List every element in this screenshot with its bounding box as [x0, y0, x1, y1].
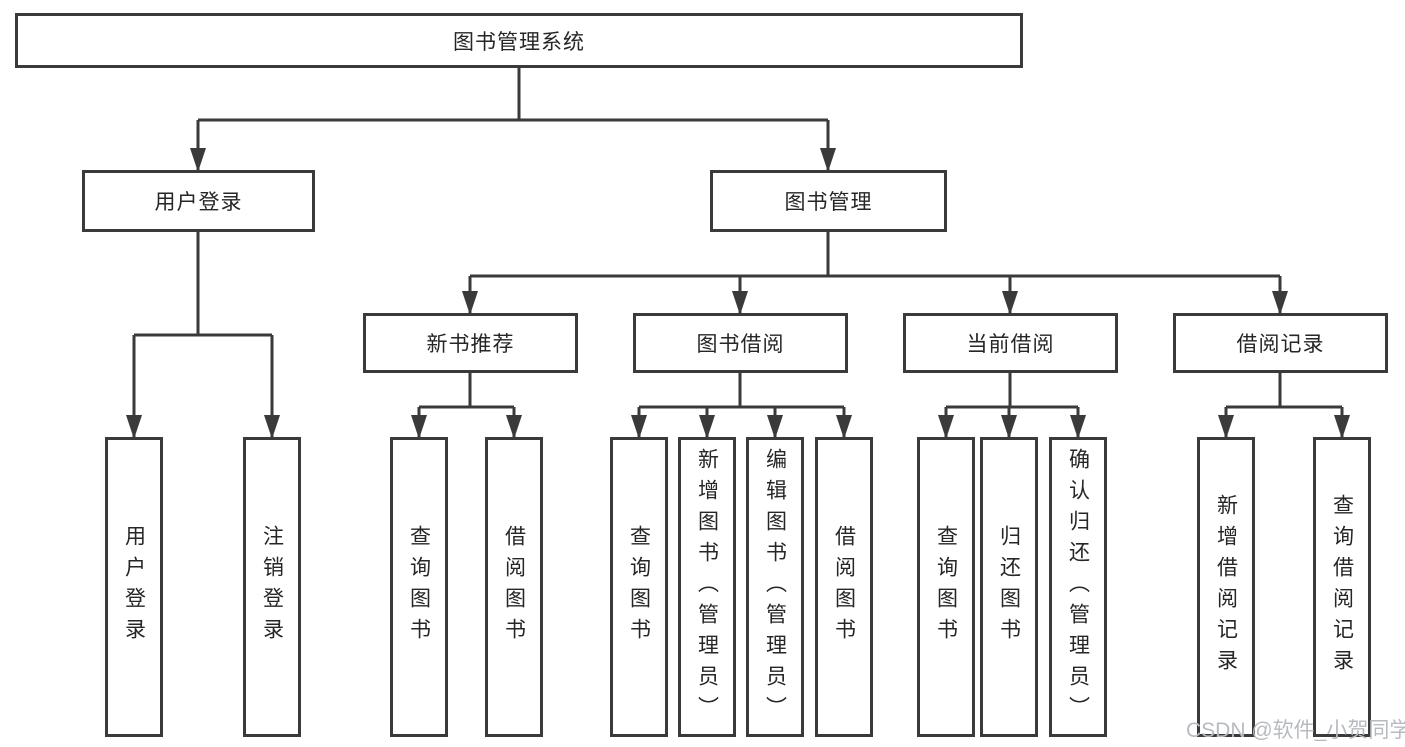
node-book-borrowing: 图书借阅	[633, 313, 848, 373]
connector-book-borrow-trunk	[639, 373, 844, 409]
leaf-newbooks-borrow-books: 借阅图书	[485, 437, 543, 737]
csdn-watermark: CSDN @软件_小贺同学	[1186, 719, 1405, 742]
connector-current-borrow-trunk	[946, 373, 1078, 409]
node-label: 图书管理系统	[453, 30, 585, 54]
node-label: 确认归还（管理员）	[1066, 447, 1090, 727]
node-borrowing-records: 借阅记录	[1173, 313, 1388, 373]
leaf-current-query-books: 查询图书	[917, 437, 975, 737]
node-label: 借阅记录	[1236, 333, 1325, 356]
node-label: 新书推荐	[426, 333, 515, 356]
node-label: 查询借阅记录	[1330, 494, 1354, 680]
node-label: 查询图书	[407, 525, 431, 649]
node-label: 借阅图书	[502, 525, 526, 649]
node-label: 用户登录	[154, 191, 243, 214]
node-label: 编辑图书（管理员）	[763, 447, 787, 727]
leaf-records-query-borrow-record: 查询借阅记录	[1313, 437, 1371, 737]
node-library-management-system: 图书管理系统	[15, 13, 1023, 68]
node-book-management: 图书管理	[710, 170, 947, 232]
node-label: 当前借阅	[966, 333, 1055, 356]
node-label: 归还图书	[997, 525, 1021, 649]
connector-user-login-trunk	[134, 232, 272, 337]
node-user-login: 用户登录	[82, 170, 315, 232]
connector-root-trunk	[198, 68, 828, 122]
node-new-book-recommendation: 新书推荐	[363, 313, 578, 373]
connector-borrow-records-trunk	[1226, 373, 1342, 409]
leaf-borrowing-borrow-books: 借阅图书	[815, 437, 873, 737]
leaf-logout: 注销登录	[243, 437, 301, 737]
leaf-borrowing-query-books: 查询图书	[610, 437, 668, 737]
node-label: 注销登录	[260, 525, 284, 649]
node-label: 用户登录	[122, 525, 146, 649]
connector-new-books-trunk	[419, 373, 514, 409]
node-label: 新增图书（管理员）	[695, 447, 719, 727]
leaf-current-confirm-return-admin: 确认归还（管理员）	[1049, 437, 1107, 737]
connector-book-mgmt-trunk	[470, 232, 1280, 278]
leaf-newbooks-query-books: 查询图书	[390, 437, 448, 737]
node-label: 借阅图书	[832, 525, 856, 649]
leaf-borrowing-add-books-admin: 新增图书（管理员）	[678, 437, 736, 737]
node-label: 图书管理	[784, 191, 873, 214]
node-label: 查询图书	[934, 525, 958, 649]
node-label: 查询图书	[627, 525, 651, 649]
node-label: 新增借阅记录	[1214, 494, 1238, 680]
leaf-records-add-borrow-record: 新增借阅记录	[1197, 437, 1255, 737]
leaf-borrowing-edit-books-admin: 编辑图书（管理员）	[746, 437, 804, 737]
node-label: 图书借阅	[696, 333, 785, 356]
leaf-current-return-books: 归还图书	[980, 437, 1038, 737]
node-current-borrowing: 当前借阅	[903, 313, 1118, 373]
leaf-user-login: 用户登录	[105, 437, 163, 737]
